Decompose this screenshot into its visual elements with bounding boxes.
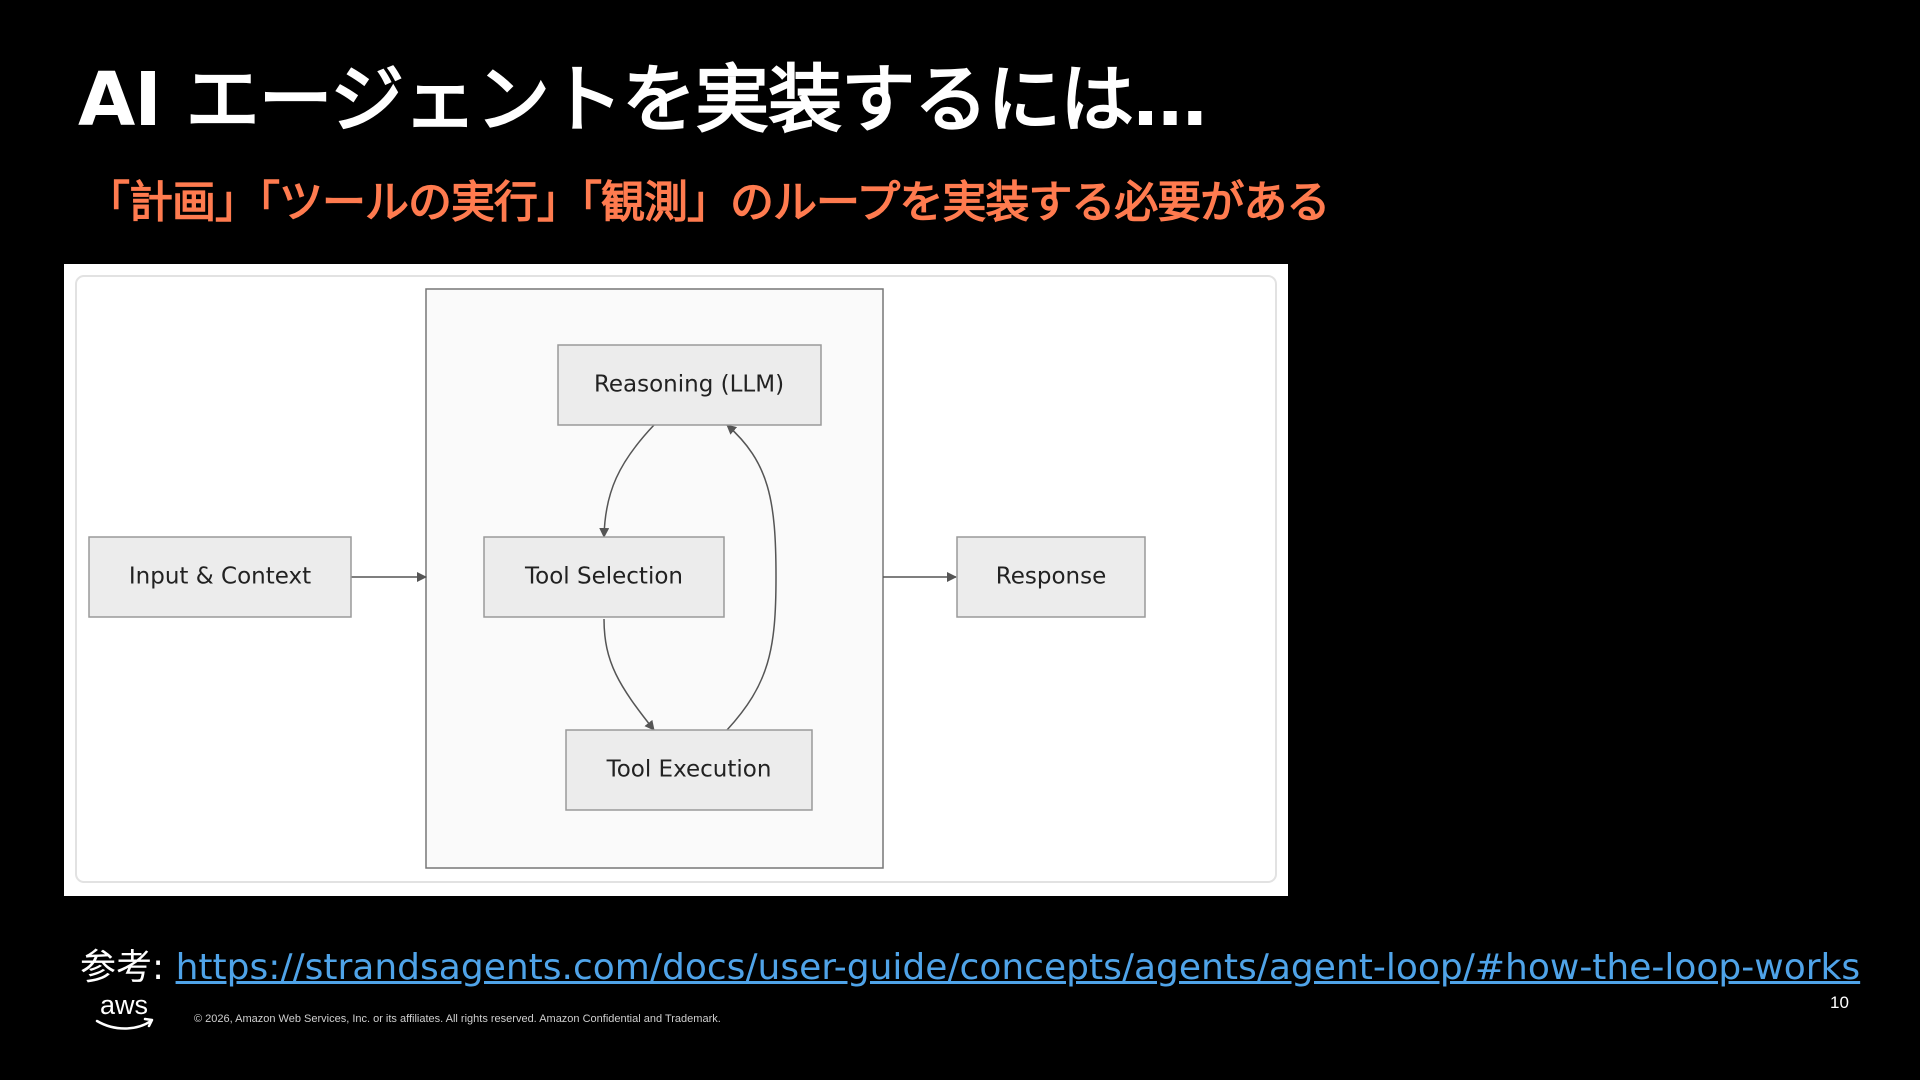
page-number: 10: [1830, 993, 1849, 1012]
reference-link[interactable]: https://strandsagents.com/docs/user-guid…: [175, 947, 1861, 988]
node-tool-execution: Tool Execution: [565, 729, 813, 811]
slide-subtitle: 「計画」「ツールの実行」「観測」のループを実装する必要がある: [86, 177, 1330, 228]
node-input-context-label: Input & Context: [129, 564, 311, 590]
aws-logo-text: aws: [100, 990, 148, 1020]
aws-logo: aws: [95, 990, 154, 1030]
edge-selection-to-execution: [603, 618, 655, 731]
edge-execution-to-reasoning: [726, 424, 777, 731]
node-reasoning-llm: Reasoning (LLM): [557, 344, 822, 426]
copyright-notice: © 2026, Amazon Web Services, Inc. or its…: [194, 1013, 721, 1025]
node-response: Response: [956, 536, 1146, 618]
aws-arrow-icon: [143, 1017, 154, 1028]
slide-title: AI エージェントを実装するには…: [78, 57, 1207, 143]
node-response-label: Response: [996, 564, 1106, 590]
reference-line: 参考: https://strandsagents.com/docs/user-…: [80, 938, 1860, 990]
diagram-svg: Input & Context Reasoning (LLM) Tool Sel…: [75, 275, 1277, 883]
node-tool-selection-label: Tool Selection: [524, 564, 683, 590]
node-reasoning-llm-label: Reasoning (LLM): [594, 372, 784, 398]
reference-label: 参考:: [80, 947, 176, 988]
agent-loop-diagram: Input & Context Reasoning (LLM) Tool Sel…: [64, 264, 1288, 896]
aws-smile-icon: [95, 1019, 153, 1030]
node-tool-execution-label: Tool Execution: [606, 757, 772, 783]
edge-reasoning-to-selection: [599, 424, 655, 538]
node-tool-selection: Tool Selection: [483, 536, 725, 618]
node-input-context: Input & Context: [88, 536, 352, 618]
